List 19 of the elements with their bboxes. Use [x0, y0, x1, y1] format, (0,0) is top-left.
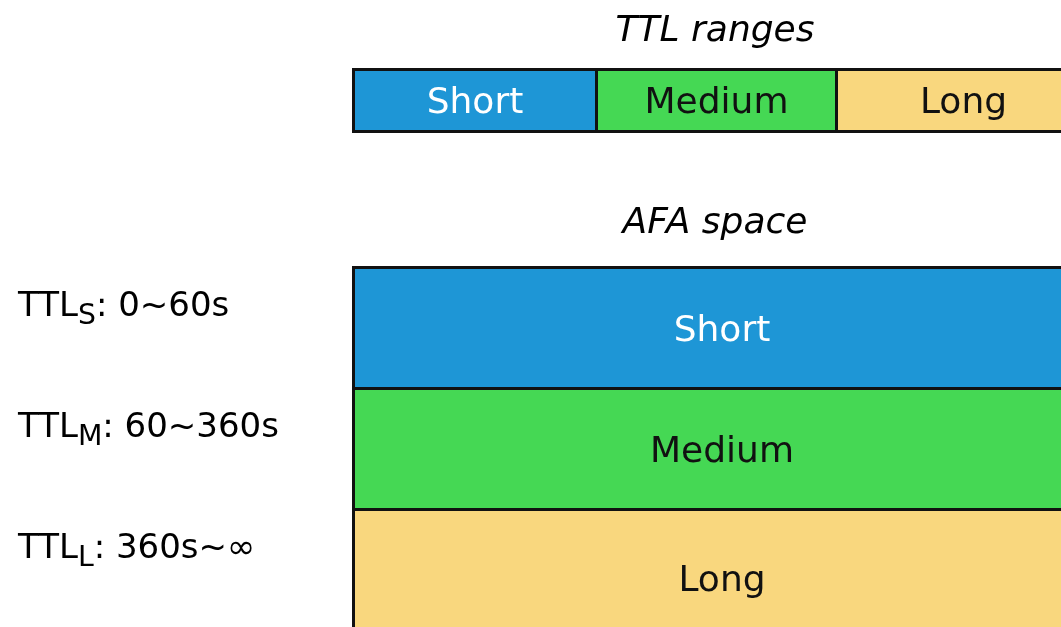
segment-label: Medium — [650, 428, 794, 470]
range-segment — [355, 71, 598, 130]
segment-label: Medium — [644, 80, 789, 121]
bar-frame — [352, 266, 1061, 627]
segment-label: Long — [678, 557, 766, 599]
bar-frame — [352, 68, 1061, 133]
range-segment — [355, 511, 1061, 627]
range-label: TTL$_{M}$: 60~360s — [18, 405, 279, 452]
range-segment — [355, 390, 1061, 511]
section-title: AFA space — [622, 200, 808, 241]
range-segment — [838, 71, 1061, 130]
section-title: TTL ranges — [615, 8, 815, 49]
segment-label: Short — [426, 80, 524, 121]
range-segment — [598, 71, 838, 130]
range-label: TTL$_{S}$: 0~60s — [18, 284, 230, 331]
range-segment — [355, 269, 1061, 390]
range-label: TTL$_{L}$: 360s~∞ — [18, 526, 256, 573]
segment-label: Short — [673, 307, 771, 349]
segment-label: Long — [919, 80, 1008, 121]
